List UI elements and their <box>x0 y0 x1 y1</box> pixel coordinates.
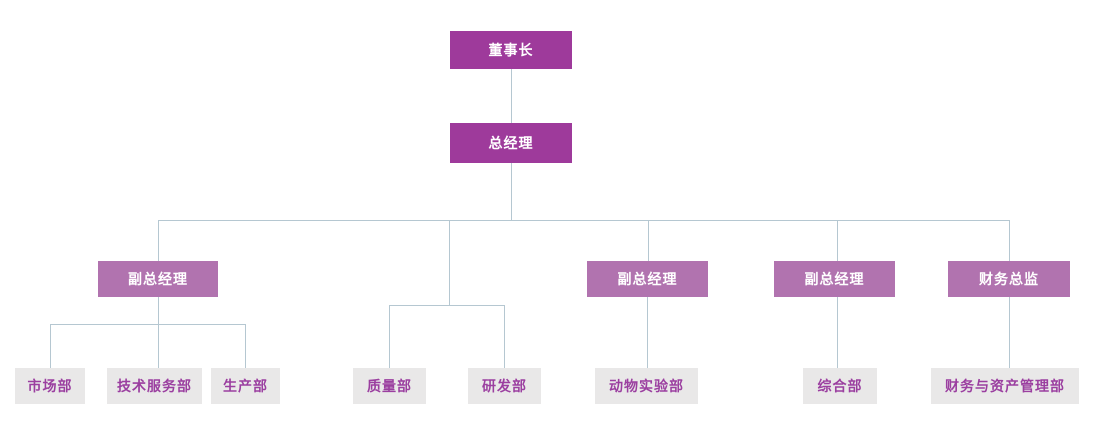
connector-line <box>50 324 246 325</box>
connector-line <box>511 163 512 220</box>
org-node-deputy-gm-3: 副总经理 <box>774 261 895 297</box>
connector-line <box>837 220 838 261</box>
org-node-marketing-dept: 市场部 <box>15 368 85 404</box>
org-node-quality-dept: 质量部 <box>353 368 426 404</box>
connector-line <box>504 305 505 368</box>
connector-line <box>158 297 159 324</box>
connector-line <box>50 324 51 368</box>
org-node-deputy-gm-1: 副总经理 <box>98 261 218 297</box>
org-node-general-affairs-dept: 综合部 <box>803 368 877 404</box>
org-node-general-manager: 总经理 <box>450 123 572 163</box>
connector-line <box>245 324 246 368</box>
org-node-tech-service-dept: 技术服务部 <box>107 368 202 404</box>
org-node-finance-director: 财务总监 <box>948 261 1070 297</box>
connector-line <box>389 305 390 368</box>
org-node-chairman: 董事长 <box>450 31 572 69</box>
connector-line <box>158 324 159 368</box>
connector-line <box>511 69 512 123</box>
org-node-animal-lab-dept: 动物实验部 <box>595 368 698 404</box>
connector-line <box>1009 220 1010 261</box>
connector-line <box>158 220 1010 221</box>
connector-line <box>449 220 450 305</box>
connector-line <box>837 297 838 368</box>
connector-line <box>647 297 648 368</box>
org-node-finance-asset-dept: 财务与资产管理部 <box>931 368 1079 404</box>
connector-line <box>648 220 649 261</box>
org-node-production-dept: 生产部 <box>211 368 280 404</box>
connector-line <box>389 305 505 306</box>
connector-line <box>158 220 159 261</box>
org-node-rd-dept: 研发部 <box>468 368 541 404</box>
connector-line <box>1009 297 1010 368</box>
org-node-deputy-gm-2: 副总经理 <box>587 261 708 297</box>
